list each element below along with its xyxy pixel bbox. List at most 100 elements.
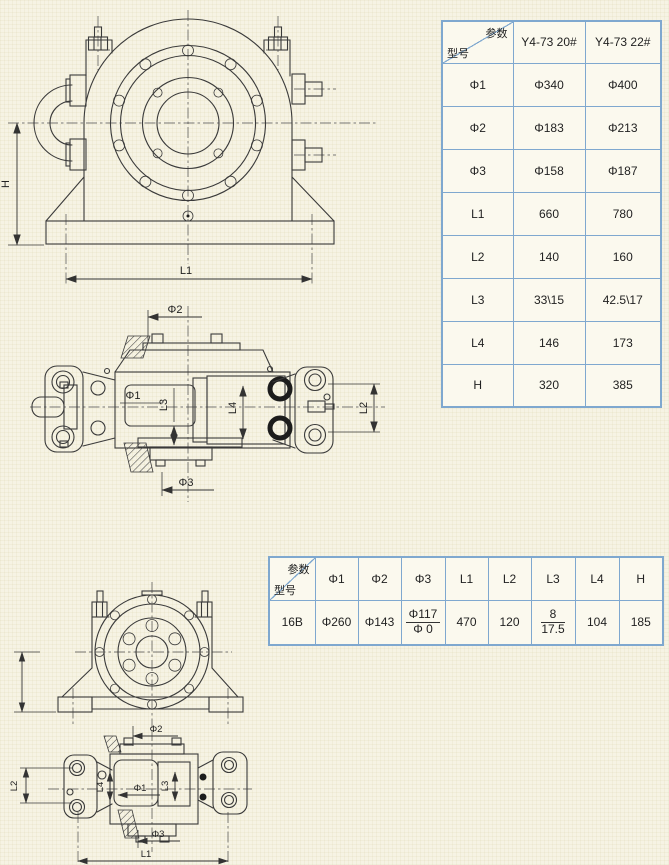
column-header: L4 [574, 556, 620, 601]
dim-label-l3: L3 [160, 781, 171, 792]
housing-body-section [114, 333, 291, 467]
column-header: Φ3 [400, 556, 446, 601]
table-row: L4 146 173 [441, 320, 662, 365]
table-row: Φ2 Φ183 Φ213 [441, 105, 662, 150]
column-header: L3 [530, 556, 576, 601]
param-cell: H [441, 363, 514, 408]
model-table: 参数 型号 Φ1 Φ2 Φ3 L1 L2 L3 L4 H 16B Φ260 Φ1… [268, 556, 664, 646]
fraction-denominator: Φ 0 [413, 621, 433, 636]
section-hatch-bottom [117, 809, 140, 839]
dim-label-phi1: Φ1 [134, 783, 147, 794]
model-cell: 16B [268, 599, 316, 646]
section-hatch-top [120, 335, 151, 359]
value-cell: 320 [512, 363, 586, 408]
front-view-drawing-small [14, 582, 244, 728]
dim-label-phi2: Φ2 [150, 724, 163, 735]
corner-label-parameter: 参数 [287, 564, 310, 576]
dim-label-l3: L3 [158, 399, 170, 411]
model-table-header-row: 参数 型号 Φ1 Φ2 Φ3 L1 L2 L3 L4 H [268, 556, 664, 601]
value-cell: 140 [512, 234, 586, 279]
fraction-numerator: Φ117 [405, 607, 441, 623]
dim-label-l2: L2 [358, 402, 370, 414]
table-row: L1 660 780 [441, 191, 662, 236]
bearing-ring [267, 415, 293, 441]
dim-label-l2: L2 [9, 781, 20, 792]
bolt-holes [94, 594, 210, 710]
value-cell: 173 [584, 320, 662, 365]
value-cell: 185 [618, 599, 664, 646]
table-corner-cell: 参数 型号 [441, 20, 514, 64]
top-view-drawing-small: Φ2 L2 L4 Φ1 L3 Φ3 L1 [9, 724, 252, 865]
pedestal-base [45, 176, 335, 245]
table-row: Φ3 Φ158 Φ187 [441, 148, 662, 193]
table-row: Φ1 Φ340 Φ400 [441, 62, 662, 107]
housing-dome [83, 18, 293, 124]
value-cell: Φ340 [512, 62, 586, 107]
right-mount-ear [197, 751, 248, 815]
corner-label-model: 型号 [274, 584, 296, 597]
left-mount-ear [31, 365, 116, 453]
section-hatch-bottom [123, 442, 154, 473]
value-cell: Φ187 [584, 148, 662, 193]
column-header-model-1: Y4-73 20# [512, 20, 586, 64]
bolt-holes [113, 44, 263, 222]
model-data-row: 16B Φ260 Φ143 Φ117 Φ 0 470 120 8 17.5 10… [268, 599, 664, 646]
shaft-fittings [291, 73, 323, 171]
value-cell: Φ213 [584, 105, 662, 150]
param-cell: Φ1 [441, 62, 514, 107]
value-cell: 33\15 [512, 277, 586, 322]
table-corner-cell: 参数 型号 [268, 556, 316, 601]
value-cell: 146 [512, 320, 586, 365]
dim-label-l1: L1 [141, 849, 152, 860]
dim-label-phi3: Φ3 [179, 477, 194, 489]
top-bolts [87, 26, 289, 51]
param-cell: Φ3 [441, 148, 514, 193]
dim-label-phi3: Φ3 [152, 829, 165, 840]
dim-label-phi2: Φ2 [168, 304, 183, 316]
table-row: H 320 385 [441, 363, 662, 408]
column-header-model-2: Y4-73 22# [584, 20, 662, 64]
top-view-drawing-large: Φ2 Φ1 L3 L4 L2 Φ3 [30, 304, 385, 502]
dim-label-l4: L4 [95, 782, 106, 793]
table-row: L3 33\15 42.5\17 [441, 277, 662, 322]
value-cell: 160 [584, 234, 662, 279]
value-cell: 42.5\17 [584, 277, 662, 322]
dim-label-phi1: Φ1 [126, 390, 141, 402]
fraction-numerator: 8 [541, 607, 565, 623]
spec-table-header-row: 参数 型号 Y4-73 20# Y4-73 22# [441, 20, 662, 64]
param-cell: L2 [441, 234, 514, 279]
spec-table: 参数 型号 Y4-73 20# Y4-73 22# Φ1 Φ340 Φ400 Φ… [441, 20, 662, 408]
param-cell: Φ2 [441, 105, 514, 150]
column-header: L1 [444, 556, 489, 601]
right-mount-ear [272, 366, 335, 454]
value-cell: 660 [512, 191, 586, 236]
param-cell: L4 [441, 320, 514, 365]
value-cell: 385 [584, 363, 662, 408]
value-cell-fraction: 8 17.5 [530, 599, 576, 646]
corner-label-parameter: 参数 [485, 28, 508, 40]
cooling-pipe [33, 74, 87, 171]
column-header: H [618, 556, 664, 601]
param-cell: L3 [441, 277, 514, 322]
value-cell: Φ158 [512, 148, 586, 193]
value-cell: Φ183 [512, 105, 586, 150]
value-cell: 780 [584, 191, 662, 236]
value-cell: 470 [444, 599, 489, 646]
section-hatch-top [103, 735, 122, 753]
column-header: Φ1 [314, 556, 359, 601]
value-cell-fraction: Φ117 Φ 0 [400, 599, 446, 646]
flange-circles [109, 44, 267, 202]
housing-body-section [97, 737, 199, 843]
value-cell: Φ400 [584, 62, 662, 107]
dim-label-l1: L1 [180, 265, 192, 277]
param-cell: L1 [441, 191, 514, 236]
dim-label-h: H [0, 180, 12, 188]
table-row: L2 140 160 [441, 234, 662, 279]
value-cell: 104 [574, 599, 620, 646]
corner-label-model: 型号 [447, 47, 469, 60]
pedestal-base [57, 616, 244, 713]
dim-label-l4: L4 [227, 402, 239, 414]
value-cell: Φ143 [357, 599, 402, 646]
column-header: Φ2 [357, 556, 402, 601]
